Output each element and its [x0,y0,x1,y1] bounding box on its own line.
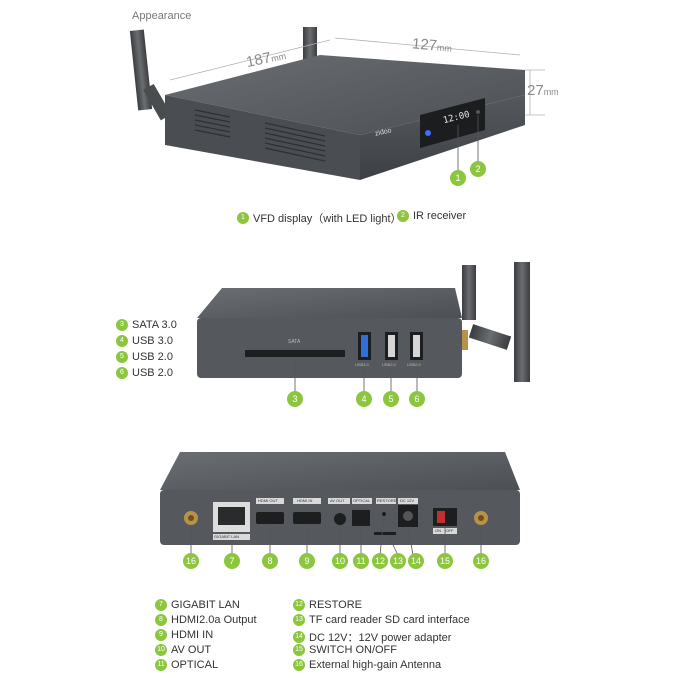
sata-port [245,350,345,357]
callout-badge-12: 12 [372,553,388,569]
lan-label: GIGABIT LAN [214,534,240,539]
callout-badge-7: 7 [224,553,240,569]
callout-badge-13: 13 [390,553,406,569]
callout-badge-10: 10 [332,553,348,569]
switch-label: ON OFF [435,528,454,533]
led-light [425,130,431,136]
callout-badge-16-left: 16 [183,553,199,569]
vfd-panel [420,98,485,148]
dimension-width: 127mm [411,35,453,55]
dimension-height: 27mm [527,82,559,99]
restore-label: RESTORE [377,498,397,503]
optical-label: OPTICAL [353,498,371,503]
restore-button [382,512,386,516]
power-switch [437,511,445,523]
hdmi-out-label: HDMI OUT [258,498,278,503]
usb3-label: USB3.0 [355,362,369,367]
usb2-port-1 [388,335,395,357]
dc-port [403,511,413,521]
section-heading: Appearance [132,10,192,22]
hdmi-out-port [256,512,284,524]
usb2-port-2 [413,335,420,357]
lan-port [218,507,245,525]
sata-label: SATA [288,339,301,345]
antenna-side-2 [514,262,530,382]
usb3-port [361,335,368,357]
callout-badge-9: 9 [299,553,315,569]
callout-badge-5: 5 [383,391,399,407]
av-out-label: AV OUT [330,498,345,503]
callout-badge-1: 1 [450,170,466,186]
optical-port [352,510,370,526]
callout-badge-14: 14 [408,553,424,569]
antenna-left-top [129,29,172,121]
dimension-lines [169,37,545,116]
box-left-face [165,95,360,180]
rear-box-top [160,452,520,490]
callout-badge-2: 2 [470,161,486,177]
usb2-label-1: USB2.0 [382,362,396,367]
callout-badge-15: 15 [437,553,453,569]
callout-badge-4: 4 [356,391,372,407]
hdmi-in-port [293,512,321,524]
hdmi-in-label: HDMI IN [297,498,313,503]
callout-badge-6: 6 [409,391,425,407]
antenna-side-1 [462,265,476,320]
av-out-port [334,513,346,525]
tf-card-slot [374,532,396,535]
usb2-label-2: USB2.0 [407,362,421,367]
callout-badge-16-right: 16 [473,553,489,569]
callout-badge-8: 8 [262,553,278,569]
callout-badge-11: 11 [353,553,369,569]
dc-label: DC 12V [400,498,415,503]
antenna-side-3 [468,324,512,350]
callout-badge-3: 3 [287,391,303,407]
side-box-top [197,288,462,318]
vent-grille [194,109,326,162]
